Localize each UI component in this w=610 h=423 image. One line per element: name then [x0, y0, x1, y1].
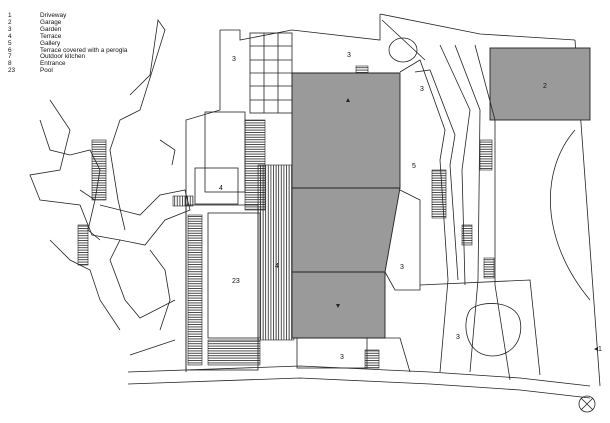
garden-strip — [381, 19, 426, 61]
label-garden-top-left: 3 — [232, 56, 236, 63]
drive-lane-1 — [399, 59, 449, 373]
legend-item: 6 Terrace covered with a perogla — [8, 46, 128, 55]
legend-item: 7 Outdoor kitchen — [8, 54, 127, 61]
arrow-up-icon — [346, 98, 350, 102]
legend-text: Entrance — [40, 60, 66, 68]
roof-north[interactable] — [291, 72, 401, 189]
legend-text: Terrace covered with a perogla — [40, 46, 128, 54]
stair-right-4 — [483, 257, 495, 279]
legend-number: 5 — [8, 39, 12, 47]
legend-number: 4 — [8, 32, 12, 40]
label-driveway: 1 — [598, 346, 602, 353]
legend-item: 3 Garden — [8, 25, 127, 34]
terrace-hatch-bottom — [207, 339, 261, 366]
pergola-grid — [249, 32, 293, 114]
contour-7 — [159, 139, 176, 166]
legend-item: 4 Terrace — [8, 32, 127, 41]
driveway-border — [419, 279, 541, 376]
legend-text: Gallery — [40, 39, 61, 47]
roof-middle[interactable] — [291, 187, 401, 273]
label-terrace: 4 — [219, 185, 223, 192]
legend-item: 2 Garage — [8, 18, 127, 27]
label-terrace-pool-side: 4 — [275, 263, 279, 270]
bottom-garden — [296, 337, 368, 369]
contour-9 — [129, 339, 176, 356]
drive-lane-2 — [414, 69, 459, 281]
legend-number: 2 — [8, 18, 12, 26]
road-edge-top — [127, 365, 591, 387]
legend-number: 6 — [8, 46, 12, 54]
label-gallery: 5 — [412, 163, 416, 170]
boundary-top-right — [379, 13, 576, 41]
stair-left-hill-2 — [77, 224, 89, 266]
label-garage: 2 — [543, 83, 547, 90]
legend-number: 1 — [8, 12, 12, 19]
legend-item: 1 Driveway — [8, 12, 127, 20]
stair-right-1 — [431, 169, 447, 219]
contour-4 — [49, 239, 121, 331]
stair-right-3 — [479, 139, 493, 171]
legend-item: 5 Gallery — [8, 39, 127, 48]
terrace-hatch-main — [257, 164, 295, 341]
label-garden-right-strip: 3 — [420, 86, 424, 93]
stair-right-2 — [461, 224, 473, 246]
label-garden-top-center: 3 — [347, 52, 351, 59]
round-garden-top — [388, 37, 418, 63]
drive-lane-4 — [454, 44, 481, 373]
terrace-hatch-strip — [187, 214, 203, 366]
stair-left-hill — [91, 139, 107, 201]
legend-text: Garden — [40, 25, 62, 33]
label-garden-bottom: 3 — [340, 354, 344, 361]
legend-number: 7 — [8, 53, 12, 61]
round-garden-bottom — [465, 303, 522, 357]
property-boundary — [220, 14, 381, 41]
legend-text: Terrace — [40, 32, 62, 40]
contour-8 — [79, 189, 101, 241]
right-arc — [549, 129, 591, 301]
legend-text: Garage — [40, 18, 62, 26]
label-garden-right-round: 3 — [456, 334, 460, 341]
stair-bottom — [364, 349, 380, 369]
left-wing — [204, 111, 246, 193]
legend-text: Outdoor kitchen — [40, 53, 86, 61]
contour-1 — [109, 18, 166, 231]
legend-item: 8 Entrance — [8, 60, 127, 68]
contour-3 — [39, 119, 101, 201]
court-line — [292, 337, 411, 373]
contour-2 — [29, 99, 176, 319]
label-garden-mid: 3 — [400, 264, 404, 271]
pool-basin — [207, 212, 261, 339]
stair-to-terrace — [172, 195, 194, 207]
contour-5 — [149, 249, 171, 331]
entrance-court — [384, 189, 421, 291]
legend-text: Driveway — [40, 12, 67, 19]
drive-lane-5 — [474, 44, 511, 381]
legend-number: 23 — [8, 67, 16, 75]
garage-roof[interactable] — [489, 47, 591, 121]
legend-number: 3 — [8, 25, 12, 33]
road-edge-bottom — [127, 377, 591, 399]
stair-top — [355, 65, 369, 74]
north-arrow-icon — [578, 395, 596, 413]
label-pool: 23 — [232, 278, 240, 285]
legend-number: 8 — [8, 60, 12, 68]
legend-text: Pool — [40, 67, 53, 75]
legend-item: 23 Pool — [8, 67, 127, 75]
arrow-left-icon — [594, 347, 598, 351]
drive-lane-3 — [439, 44, 471, 286]
arrow-down-icon — [336, 304, 340, 308]
entrance-block — [194, 167, 239, 205]
